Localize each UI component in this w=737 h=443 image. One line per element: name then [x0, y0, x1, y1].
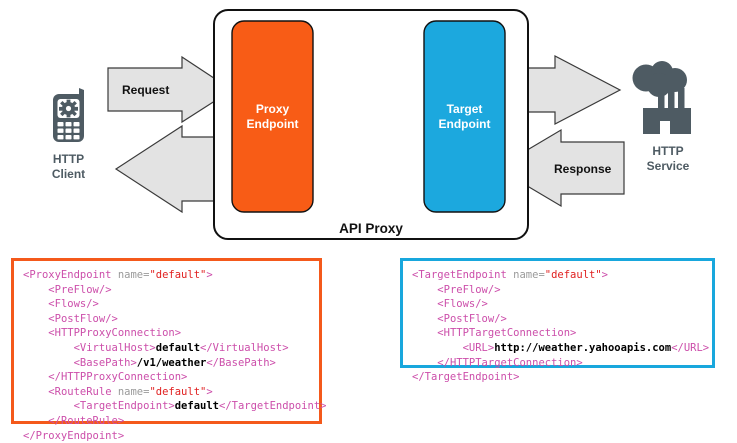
code-token-tag: </URL>: [671, 341, 710, 354]
code-token-plain: [412, 313, 437, 325]
code-line: <Flows/>: [23, 297, 311, 312]
code-token-plain: [23, 371, 48, 383]
code-token-plain: [412, 327, 437, 339]
code-token-plain: [23, 415, 48, 427]
code-token-plain: [23, 327, 48, 339]
code-line: <TargetEndpoint>default</TargetEndpoint>: [23, 399, 327, 414]
code-line: </RouteRule>: [23, 414, 311, 429]
code-line: <TargetEndpoint name="default">: [412, 268, 704, 283]
arrow-response-label: Response: [554, 162, 612, 176]
code-token-attr: name=: [117, 269, 150, 281]
code-token-txt: /v1/weather: [136, 356, 207, 369]
code-line: </HTTPTargetConnection>: [412, 356, 704, 371]
code-token-tag: <Flows/>: [48, 298, 99, 311]
code-token-txt: default: [155, 341, 201, 354]
code-token-val: "default": [149, 269, 207, 281]
code-token-plain: [23, 357, 74, 369]
code-token-tag: >: [206, 385, 213, 398]
http-client-label-line1: HTTP: [53, 152, 84, 166]
code-token-plain: [23, 284, 48, 296]
code-token-tag: <PostFlow/>: [48, 312, 118, 325]
target-endpoint-box[interactable]: [423, 20, 506, 213]
api-proxy-diagram: Request Response Proxy Endpoint: [52, 9, 691, 240]
code-token-tag: </VirtualHost>: [200, 341, 289, 354]
code-token-attr: name=: [117, 385, 150, 398]
code-token-tag: </TargetEndpoint>: [219, 400, 327, 413]
http-client-label-line2: Client: [52, 167, 85, 181]
api-proxy-caption: API Proxy: [339, 221, 403, 236]
code-token-tag: <VirtualHost>: [73, 341, 156, 354]
factory-cloud-icon: [632, 61, 691, 134]
code-token-tag: <TargetEndpoint>: [73, 400, 175, 413]
code-token-plain: [23, 313, 48, 325]
code-line: <RouteRule name="default">: [23, 385, 311, 400]
mobile-phone-gear-icon: [53, 88, 84, 142]
code-token-tag: <PreFlow/>: [48, 283, 112, 296]
code-token-plain: [23, 298, 48, 310]
code-token-tag: </HTTPProxyConnection>: [48, 371, 188, 384]
code-token-tag: <HTTPTargetConnection>: [437, 327, 577, 340]
code-line: <URL>http://weather.yahooapis.com</URL>: [412, 341, 710, 356]
code-line: <Flows/>: [412, 297, 704, 312]
code-token-plain: [23, 342, 74, 354]
target-endpoint-label-line1: Target: [447, 102, 483, 116]
code-token-tag: </RouteRule>: [48, 414, 125, 427]
code-line: <HTTPTargetConnection>: [412, 326, 704, 341]
proxy-endpoint-box[interactable]: [231, 20, 314, 213]
code-token-tag: <RouteRule: [48, 385, 118, 398]
http-service-label-line1: HTTP: [652, 144, 683, 158]
code-token-tag: <HTTPProxyConnection>: [48, 327, 182, 340]
target-endpoint-xml-block: <TargetEndpoint name="default"> <PreFlow…: [400, 258, 715, 383]
code-line: <PostFlow/>: [412, 312, 704, 327]
proxy-endpoint-label-line2: Endpoint: [247, 117, 299, 131]
code-line: <PreFlow/>: [412, 283, 704, 298]
code-token-val: "default": [149, 385, 207, 398]
code-line: <HTTPProxyConnection>: [23, 326, 311, 341]
code-line: </HTTPProxyConnection>: [23, 370, 311, 385]
code-token-txt: default: [174, 400, 219, 413]
code-token-plain: [412, 342, 463, 354]
code-token-tag: <Flows/>: [437, 298, 488, 311]
code-line: <PostFlow/>: [23, 312, 311, 327]
code-line: <VirtualHost>default</VirtualHost>: [23, 341, 311, 356]
code-token-val: "default": [544, 269, 602, 281]
code-token-tag: >: [206, 269, 213, 281]
code-token-tag: <ProxyEndpoint: [23, 269, 118, 281]
proxy-endpoint-xml-block: <ProxyEndpoint name="default"> <PreFlow/…: [11, 258, 327, 442]
arrow-request-label: Request: [122, 83, 169, 97]
http-service-label-line2: Service: [647, 159, 690, 173]
code-token-plain: [412, 298, 437, 310]
code-token-tag: <PreFlow/>: [437, 283, 501, 296]
code-line: </TargetEndpoint>: [412, 370, 704, 385]
code-line: <BasePath>/v1/weather</BasePath>: [23, 356, 311, 371]
code-token-plain: [412, 284, 437, 296]
code-token-tag: </HTTPTargetConnection>: [437, 356, 583, 369]
code-token-tag: <URL>: [462, 341, 495, 354]
code-token-tag: >: [601, 269, 608, 281]
proxy-endpoint-label-line1: Proxy: [256, 102, 290, 116]
code-token-tag: </BasePath>: [206, 356, 276, 369]
code-token-tag: <BasePath>: [73, 356, 137, 369]
code-token-attr: name=: [513, 269, 545, 281]
code-token-plain: [412, 357, 437, 369]
code-token-plain: [23, 386, 48, 398]
code-token-txt: http://weather.yahooapis.com: [494, 341, 672, 354]
arrow-request: Request: [107, 55, 234, 124]
code-token-plain: [23, 400, 74, 412]
code-line: <ProxyEndpoint name="default">: [23, 268, 311, 283]
target-endpoint-label-line2: Endpoint: [439, 117, 491, 131]
code-line: <PreFlow/>: [23, 283, 311, 298]
code-token-tag: <PostFlow/>: [437, 312, 507, 325]
code-token-tag: <TargetEndpoint: [412, 269, 514, 281]
code-token-tag: </TargetEndpoint>: [412, 371, 520, 384]
